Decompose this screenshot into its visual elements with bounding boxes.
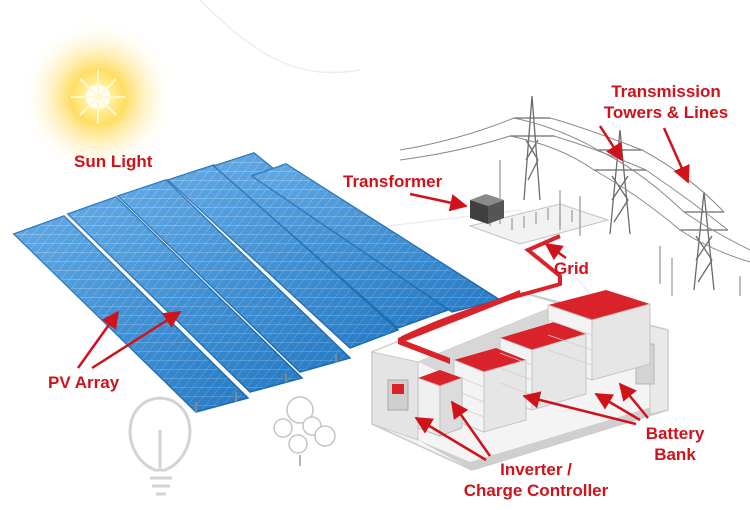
transmission-tower-icon <box>680 191 728 291</box>
battery-label-line2: Bank <box>654 445 696 464</box>
pv-panel <box>66 196 304 393</box>
pv-panel <box>12 215 250 413</box>
grid-label: Grid <box>554 259 589 278</box>
pv-array-label: PV Array <box>48 373 120 392</box>
arrow-pv-array <box>76 310 120 369</box>
power-cable <box>401 234 562 340</box>
tree-icon <box>273 396 336 466</box>
arrow-inverter <box>414 416 487 462</box>
transmission-label-line1: Transmission <box>611 82 721 101</box>
arrow-battery <box>594 392 641 422</box>
pv-panel <box>116 179 352 373</box>
light-bulb-icon <box>128 396 192 496</box>
battery-bank-label: Battery Bank <box>630 423 720 465</box>
inverter-label: Inverter / Charge Controller <box>444 459 628 501</box>
transmission-tower-icon <box>510 95 554 201</box>
arrow-pv-array <box>91 310 182 370</box>
transmission-label: Transmission Towers & Lines <box>588 81 744 123</box>
arrow-towers <box>598 125 624 162</box>
arrow-grid <box>544 242 567 261</box>
inverter-label-line2: Charge Controller <box>463 481 609 500</box>
battery-bank <box>453 290 651 433</box>
pv-array <box>12 152 502 413</box>
transmission-label-line2: Towers & Lines <box>603 103 729 122</box>
battery-label-line1: Battery <box>645 424 705 443</box>
transmission-lines <box>399 117 750 263</box>
sun-light-label: Sun Light <box>74 152 153 171</box>
inverter-label-line1: Inverter / <box>500 460 572 479</box>
pv-panel <box>166 164 400 349</box>
arrow-transformer <box>409 192 468 212</box>
transmission-towers <box>399 95 750 296</box>
sun-icon <box>20 19 176 175</box>
arrow-battery <box>618 382 649 419</box>
arrow-inverter <box>450 400 492 457</box>
arrow-lines <box>662 127 690 184</box>
arrow-battery <box>522 391 637 426</box>
transformer-icon <box>470 194 504 224</box>
pointer-arrows <box>76 125 690 462</box>
transformer-label: Transformer <box>343 172 443 191</box>
